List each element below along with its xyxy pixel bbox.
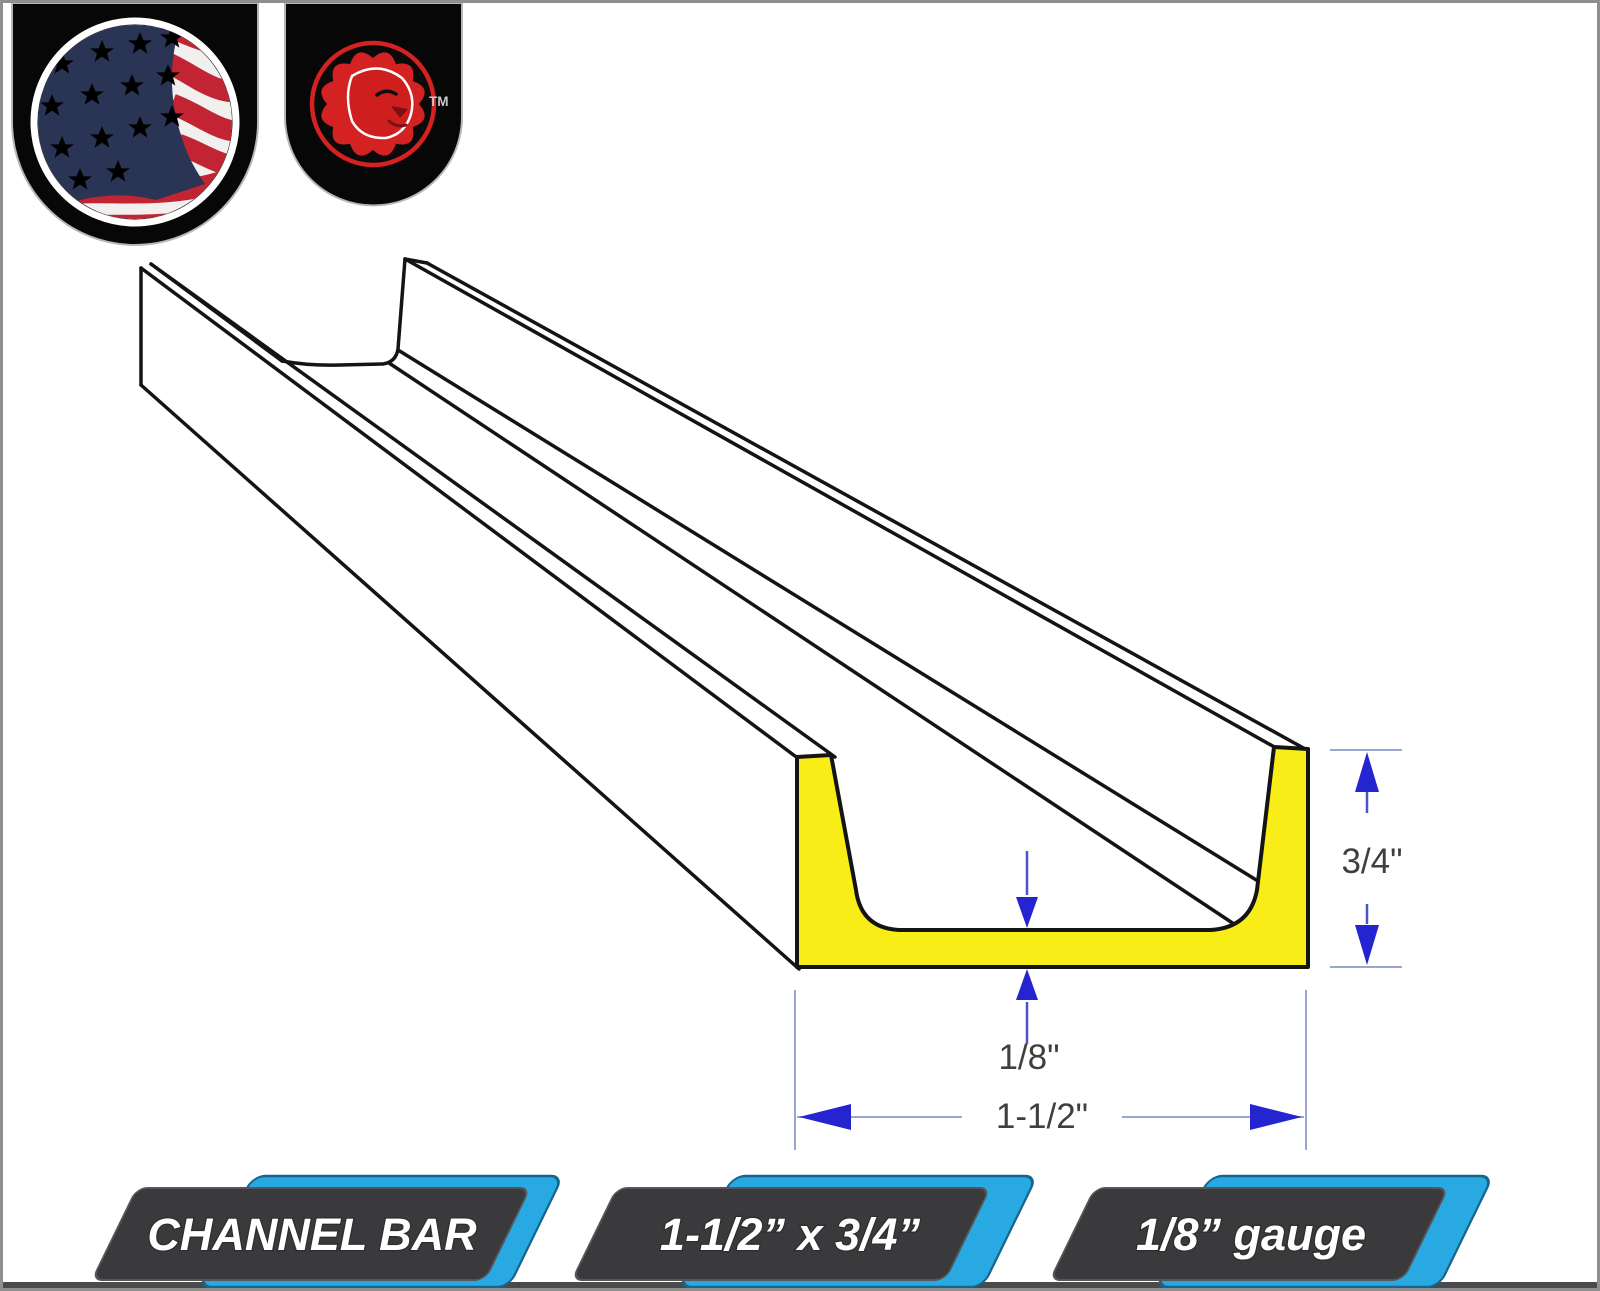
left-wall-top-inner-line <box>149 262 837 759</box>
arrow-down-icon <box>1355 925 1379 965</box>
floor-fillet-lower-line <box>387 361 1239 928</box>
lion-mouth <box>387 119 408 128</box>
arrow-down-icon <box>1016 897 1038 928</box>
arrow-up-icon <box>1016 969 1038 1000</box>
flag-canton <box>38 25 205 214</box>
arrow-up-icon <box>1355 752 1379 792</box>
banner-gauge: 1/8” gauge <box>1052 1174 1490 1289</box>
height-label: 3/4" <box>1341 842 1402 881</box>
left-wall-top-outer-line <box>139 266 801 761</box>
channel-cross-section <box>795 745 1310 969</box>
banner-dark-plate <box>1052 1187 1446 1281</box>
thickness-label: 1/8" <box>998 1038 1059 1077</box>
banner-channel-bar: CHANNEL BAR <box>94 1174 560 1289</box>
right-wall-top-outer-line <box>425 261 1309 752</box>
width-label-mask <box>962 1093 1122 1139</box>
arrow-right-icon <box>1250 1104 1302 1130</box>
far-end-floor-line <box>280 257 407 367</box>
banner-dark-plate <box>94 1187 528 1281</box>
far-end-inner-wall-line <box>149 262 284 363</box>
banner-dark-plate <box>574 1187 988 1281</box>
lion-eye <box>375 89 398 97</box>
banner-size-label: 1-1/2” x 3/4” <box>660 1209 921 1260</box>
channel-bar-drawing <box>139 257 1310 971</box>
height-dimension: 3/4" <box>1330 749 1403 968</box>
lion-face <box>346 67 414 140</box>
lion-icon <box>321 52 425 156</box>
trademark-symbol: TM <box>429 94 449 109</box>
flag-ring <box>30 17 240 227</box>
width-dimension: 1-1/2" <box>794 990 1307 1150</box>
banner-channel-bar-label: CHANNEL BAR <box>147 1209 477 1260</box>
lion-logo-badge: TM <box>284 2 463 207</box>
arrow-left-icon <box>799 1104 851 1130</box>
bottom-left-edge-line <box>139 383 801 971</box>
floor-fillet-upper-line <box>396 348 1268 888</box>
banner-gauge-label: 1/8” gauge <box>1136 1209 1366 1260</box>
right-wall-top-inner-line <box>403 257 1280 751</box>
width-label: 1-1/2" <box>996 1097 1088 1136</box>
thickness-dimension: 1/8" <box>998 851 1060 1077</box>
usa-flag-badge <box>11 2 259 246</box>
lion-nose <box>391 106 408 118</box>
banner-size: 1-1/2” x 3/4” <box>574 1174 1034 1289</box>
